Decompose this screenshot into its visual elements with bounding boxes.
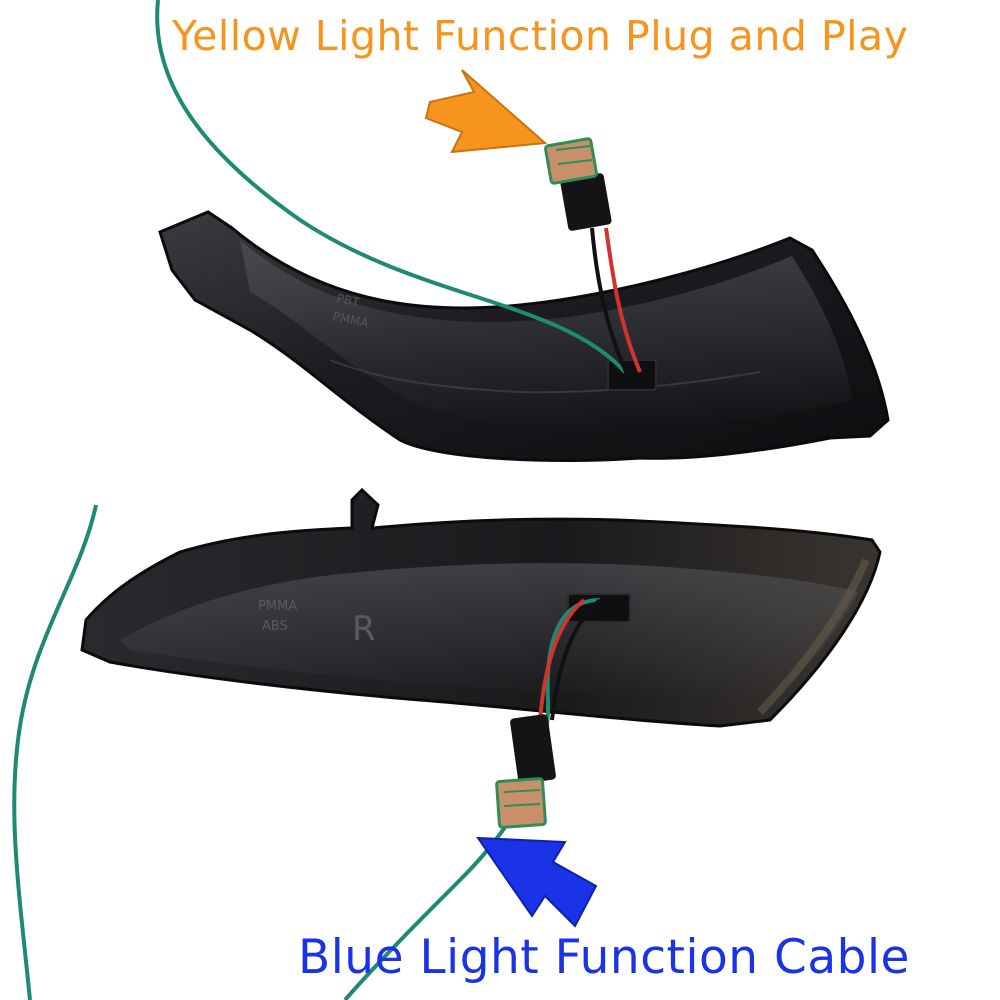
upper-mirror-indicator-housing: PBT PMMA: [158, 210, 890, 463]
lower-plug-connector: [495, 714, 556, 829]
top-arrow-icon: [424, 69, 548, 154]
lower-green-wire-left: [12, 504, 98, 1000]
top-caption: Yellow Light Function Plug and Play: [172, 12, 909, 60]
lower-embossed-marks: PMMA ABS R: [258, 599, 376, 649]
lower-embossed-r: R: [352, 609, 376, 649]
lower-embossed-abs: ABS: [262, 619, 288, 634]
upper-green-wire: [155, 0, 627, 374]
upper-black-wire: [590, 227, 628, 373]
bottom-arrow-icon: [476, 836, 598, 928]
lower-embossed-pmma: PMMA: [258, 599, 297, 614]
lower-mirror-indicator-housing: PMMA ABS R: [80, 487, 882, 728]
upper-red-wire: [604, 227, 642, 373]
bottom-caption: Blue Light Function Cable: [298, 930, 910, 985]
upper-embossed-pbt: PBT: [335, 291, 361, 310]
upper-plug-connector: [544, 137, 612, 231]
lower-black-wire: [550, 598, 602, 721]
lower-red-wire: [538, 598, 586, 721]
